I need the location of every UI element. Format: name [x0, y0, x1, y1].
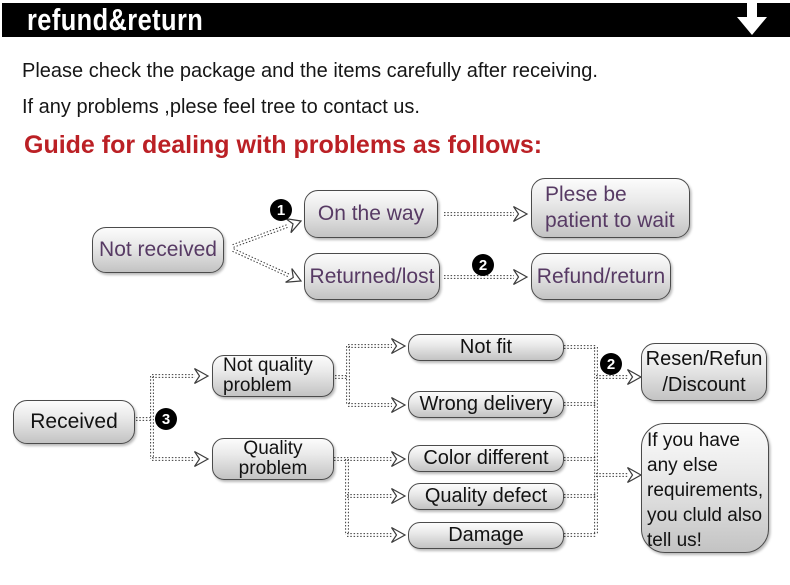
arrowhead-icon: [194, 367, 210, 385]
arrowhead-icon: [194, 450, 210, 468]
node-on-the-way: On the way: [304, 190, 438, 238]
node-not-quality-problem: Not quality problem: [212, 355, 334, 397]
arrowhead-icon: [391, 526, 407, 544]
node-received: Received: [13, 400, 135, 444]
node-not-fit: Not fit: [408, 334, 564, 361]
node-line-1: Not quality: [223, 355, 313, 376]
step-badge-2b: 2: [600, 353, 622, 375]
node-line-2: problem: [238, 458, 308, 479]
guide-heading: Guide for dealing with problems as follo…: [24, 131, 543, 159]
arrowhead-icon: [391, 487, 407, 505]
node-returned-lost: Returned/lost: [304, 253, 440, 300]
arrowhead-icon: [627, 466, 643, 484]
note-line-3: requirements,: [647, 480, 764, 501]
node-line-2: patient to wait: [545, 209, 675, 232]
arrowhead-icon: [513, 268, 529, 286]
step-badge-2: 2: [472, 254, 494, 276]
note-line-4: you cluld also: [647, 505, 763, 526]
node-line-2: problem: [223, 375, 292, 396]
arrowhead-icon: [391, 337, 407, 355]
note-line-1: If you have: [647, 430, 740, 451]
connector-line: [233, 248, 290, 275]
node-please-be-patient: Plese be patient to wait: [531, 178, 690, 238]
header-bar: refund&return: [2, 3, 790, 37]
connector-line: [232, 250, 289, 278]
node-quality-defect: Quality defect: [408, 483, 564, 510]
arrowhead-icon: [285, 268, 303, 283]
connector-line: [233, 226, 290, 248]
arrowhead-icon: [391, 450, 407, 468]
node-not-received: Not received: [92, 227, 224, 273]
note-line-2: any else: [647, 455, 718, 476]
intro-line-2: If any problems ,plese feel tree to cont…: [22, 96, 420, 118]
arrowhead-icon: [513, 205, 529, 223]
down-arrow-icon: [737, 3, 767, 35]
node-wrong-delivery: Wrong delivery: [408, 391, 564, 418]
node-line-2: /Discount: [662, 374, 746, 396]
node-line-1: Quality: [243, 438, 303, 459]
arrowhead-icon: [391, 396, 407, 414]
node-refund-return: Refund/return: [531, 253, 671, 300]
node-damage: Damage: [408, 522, 564, 549]
node-line-1: Resen/Refun: [645, 348, 763, 370]
intro-line-1: Please check the package and the items c…: [22, 60, 598, 82]
node-quality-problem: Quality problem: [212, 438, 334, 480]
node-resend-refund-discount: Resen/Refun /Discount: [641, 343, 767, 401]
step-badge-1: 1: [270, 199, 292, 221]
node-color-different: Color different: [408, 445, 564, 472]
note-line-5: tell us!: [647, 530, 702, 551]
arrowhead-icon: [627, 368, 643, 386]
step-badge-3: 3: [155, 408, 177, 430]
node-any-else-requirements: If you have any else requirements, you c…: [641, 423, 769, 553]
arrowhead-icon: [285, 218, 303, 234]
page-title: refund&return: [27, 2, 204, 37]
connector-line: [232, 223, 289, 246]
node-line-1: Plese be: [545, 183, 627, 206]
